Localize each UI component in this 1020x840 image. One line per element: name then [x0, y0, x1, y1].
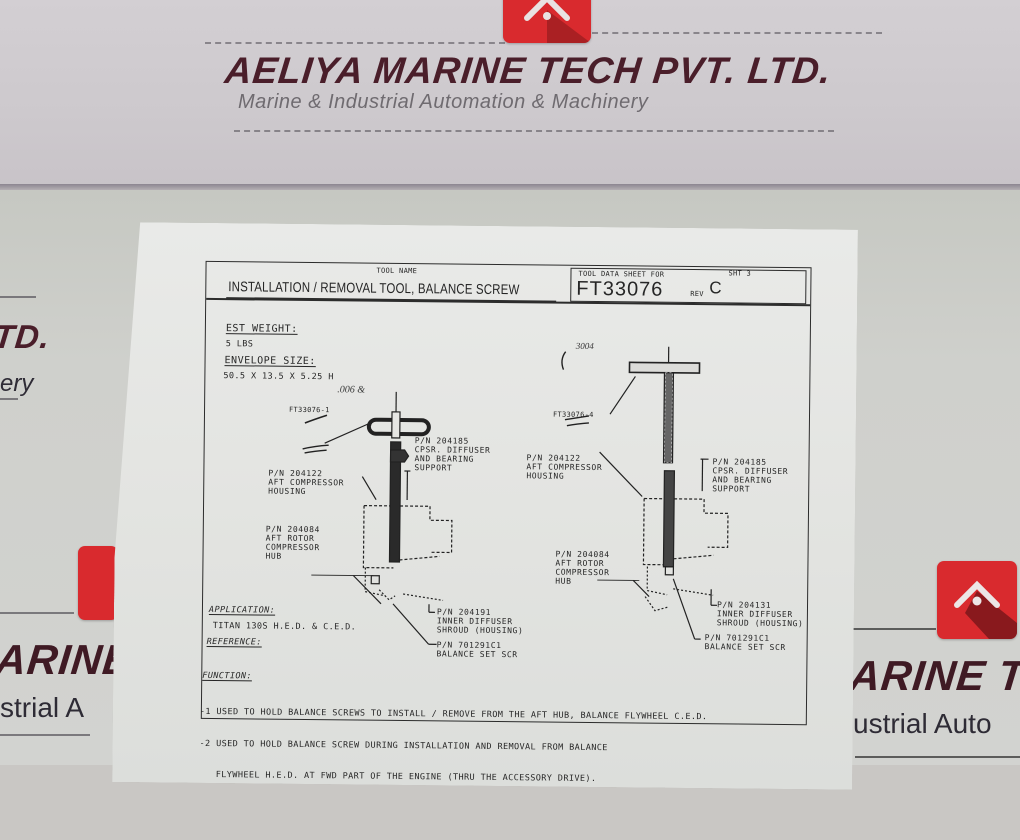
left-part-204191: P/N 204191 INNER DIFFUSER SHROUD (HOUSIN…	[437, 607, 524, 635]
brand-logo-icon	[503, 0, 591, 43]
function-item: -4 USED TO TORQUE BALANCE SCREWS.	[199, 801, 707, 817]
brand-logo-icon	[78, 546, 118, 620]
brand-name-fragment: TD.	[0, 318, 52, 356]
brand-rule	[0, 296, 36, 298]
handwritten-note: .006 &	[337, 385, 365, 396]
function-label: FUNCTION:	[202, 672, 252, 681]
right-part-701291c1: P/N 701291C1 BALANCE SET SCR	[705, 633, 786, 652]
tool-data-sheet-paper: TOOL NAME INSTALLATION / REMOVAL TOOL, B…	[112, 222, 858, 790]
brand-rule	[592, 32, 882, 34]
brand-tagline: Marine & Industrial Automation & Machine…	[238, 91, 648, 114]
function-list: -1 USED TO HOLD BALANCE SCREWS TO INSTAL…	[199, 686, 708, 838]
application-value: TITAN 130S H.E.D. & C.E.D.	[213, 622, 357, 632]
brand-name: AELIYA MARINE TECH PVT. LTD.	[223, 50, 834, 92]
sheet-frame: TOOL NAME INSTALLATION / REMOVAL TOOL, B…	[201, 261, 812, 725]
brand-tagline-fragment: ery	[0, 370, 33, 398]
left-part-701291c1: P/N 701291C1 BALANCE SET SCR	[436, 640, 517, 659]
right-tool-callout: FT33076-4	[553, 412, 594, 420]
brand-tagline-fragment: strial A	[0, 692, 84, 724]
brand-rule	[855, 756, 1020, 758]
function-item: -1 USED TO HOLD BALANCE SCREWS TO INSTAL…	[200, 707, 708, 723]
brand-rule	[0, 398, 18, 400]
application-label: APPLICATION:	[209, 606, 275, 616]
brand-rule	[0, 734, 90, 736]
right-part-204131: P/N 204131 INNER DIFFUSER SHROUD (HOUSIN…	[717, 600, 804, 628]
function-item: -2 USED TO HOLD BALANCE SCREW DURING INS…	[199, 738, 707, 754]
reference-label: REFERENCE:	[207, 638, 262, 647]
left-part-204084: P/N 204084 AFT ROTOR COMPRESSOR HUB	[265, 525, 320, 562]
function-item: FLYWHEEL H.E.D. AT FWD PART OF THE ENGIN…	[199, 770, 707, 786]
left-tool-callout: FT33076-1	[289, 407, 330, 415]
left-part-204185: P/N 204185 CPSR. DIFFUSER AND BEARING SU…	[414, 436, 490, 473]
left-part-204122: P/N 204122 AFT COMPRESSOR HOUSING	[268, 469, 344, 497]
brand-rule	[234, 130, 834, 132]
brand-rule	[848, 628, 936, 630]
brand-tagline-fragment: ustrial Auto	[853, 708, 992, 740]
handwritten-note: 3004	[576, 342, 594, 352]
right-part-204084: P/N 204084 AFT ROTOR COMPRESSOR HUB	[555, 550, 610, 587]
brand-rule	[205, 42, 505, 44]
right-part-204122: P/N 204122 AFT COMPRESSOR HOUSING	[526, 453, 602, 481]
brand-logo-icon	[937, 561, 1017, 639]
brand-rule	[0, 612, 74, 614]
brand-name-fragment: ARINE T	[847, 652, 1020, 700]
right-part-204185: P/N 204185 CPSR. DIFFUSER AND BEARING SU…	[712, 457, 788, 494]
